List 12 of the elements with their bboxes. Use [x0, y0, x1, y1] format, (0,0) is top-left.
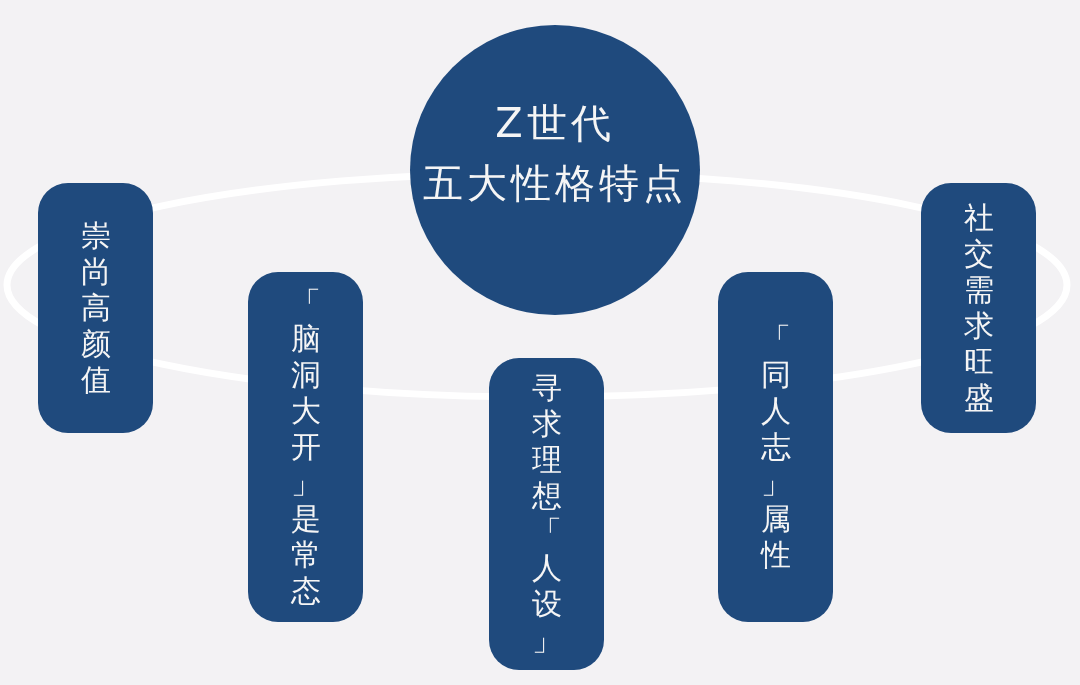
trait-text: 「脑洞大开」是常态	[290, 285, 321, 609]
trait-box	[248, 272, 363, 622]
trait-box	[921, 183, 1036, 433]
trait-box	[489, 358, 604, 670]
title-text: 五大性格特点	[423, 159, 687, 208]
trait-text: 崇尚高颜值	[80, 218, 111, 398]
trait-text: 「同人志」属性	[760, 321, 791, 573]
trait-text: 寻求理想「人设」	[531, 370, 562, 658]
title-text: Z世代	[495, 99, 615, 148]
trait-text: 社交需求旺盛	[963, 200, 994, 416]
trait-box	[38, 183, 153, 433]
trait-box	[718, 272, 833, 622]
